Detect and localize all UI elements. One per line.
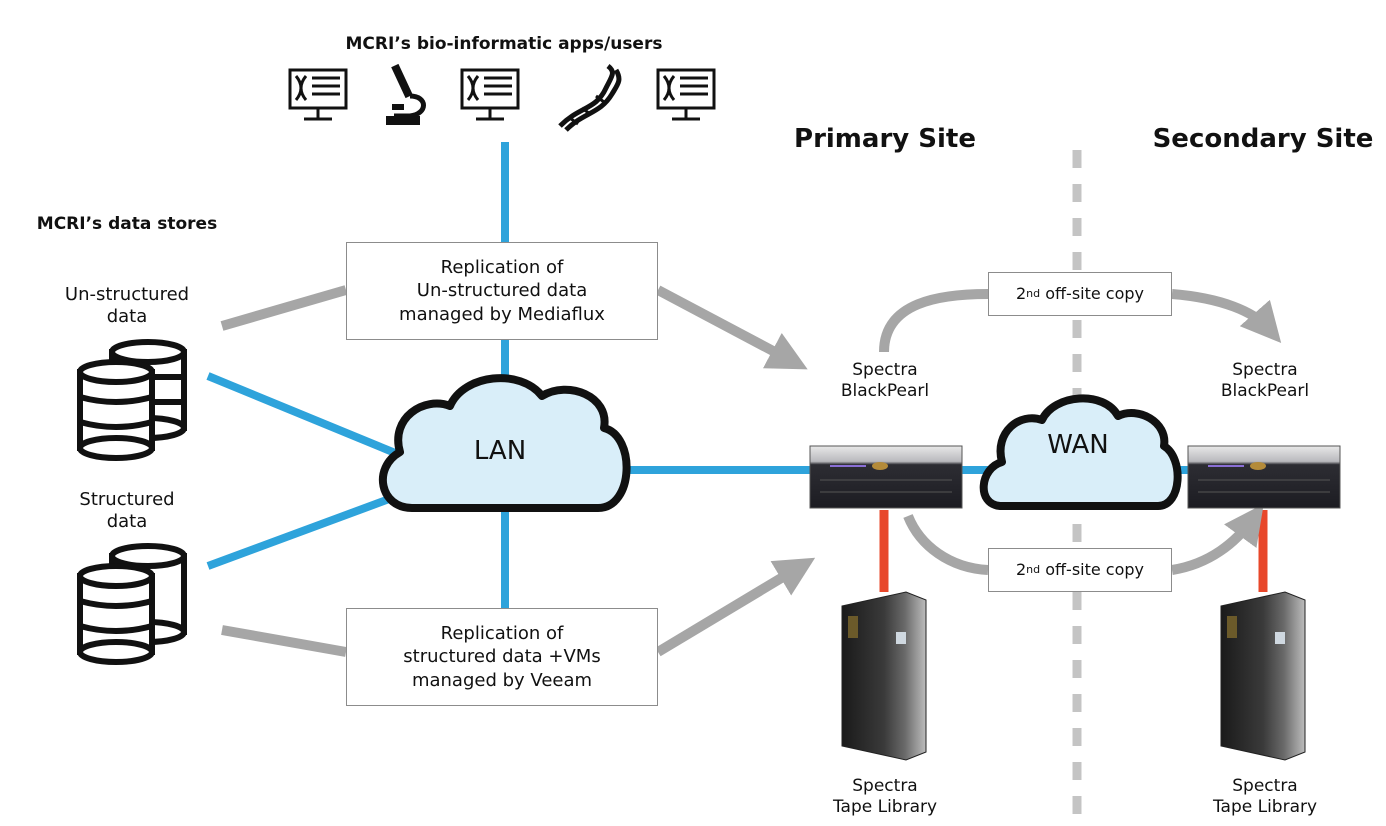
structured-line2: data (106, 510, 148, 532)
secondary-site-title: Secondary Site (1152, 124, 1374, 154)
replication-bottom-line2: structured data +VMs (403, 646, 601, 668)
data-stores-title: MCRI’s data stores (36, 214, 218, 234)
replication-top-line2: Un-structured data (416, 280, 588, 302)
offsite-bottom-rest: off-site copy (1040, 559, 1145, 579)
replication-bottom-line1: Replication of (440, 622, 564, 644)
primary-server-line2: BlackPearl (840, 380, 930, 401)
secondary-blackpearl-server (1187, 445, 1341, 509)
unstructured-line2: data (106, 305, 148, 327)
unstructured-data-label: Un-structured data (46, 284, 208, 328)
offsite-top-prefix: 2 (1015, 283, 1027, 303)
replication-box-structured: Replication of structured data +VMs mana… (346, 608, 658, 706)
secondary-server-label: Spectra BlackPearl (1180, 360, 1350, 401)
secondary-server-line2: BlackPearl (1220, 380, 1310, 401)
unstructured-line1: Un-structured (64, 284, 190, 305)
database-icon-structured (77, 543, 187, 665)
secondary-tape-line1: Spectra (1232, 776, 1298, 796)
lan-label: LAN (473, 436, 527, 466)
wan-label: WAN (1047, 430, 1109, 460)
secondary-tape-library (1220, 591, 1306, 761)
primary-tape-label: Spectra Tape Library (800, 776, 970, 817)
replication-top-line3: managed by Mediaflux (399, 303, 605, 325)
offsite-top-sup: nd (1026, 286, 1041, 300)
secondary-tape-label: Spectra Tape Library (1180, 776, 1350, 817)
primary-server-label: Spectra BlackPearl (800, 360, 970, 401)
primary-tape-line1: Spectra (852, 776, 918, 796)
primary-blackpearl-server (809, 445, 963, 509)
secondary-server-line1: Spectra (1232, 360, 1298, 380)
dna-helix-icon (558, 64, 622, 132)
database-icon-unstructured (77, 339, 187, 461)
secondary-tape-line2: Tape Library (1212, 796, 1318, 817)
replication-top-line1: Replication of (440, 256, 564, 278)
primary-tape-library (841, 591, 927, 761)
network-links (206, 142, 1188, 608)
wan-cloud (979, 394, 1182, 510)
offsite-top-rest: off-site copy (1040, 283, 1145, 303)
dna-monitor-icon (656, 68, 716, 121)
primary-site-title: Primary Site (794, 124, 976, 154)
offsite-bottom-prefix: 2 (1015, 559, 1027, 579)
apps-panel-title: MCRI’s bio-informatic apps/users (345, 34, 663, 54)
lan-cloud (379, 374, 631, 512)
microscope-icon (386, 63, 426, 125)
primary-tape-line2: Tape Library (832, 796, 938, 817)
offsite-bottom-sup: nd (1026, 562, 1041, 576)
flow-arrows (220, 285, 1282, 657)
dna-monitor-icon (288, 68, 348, 121)
structured-data-label: Structured data (46, 489, 208, 533)
replication-box-unstructured: Replication of Un-structured data manage… (346, 242, 658, 340)
structured-line1: Structured (79, 489, 175, 510)
primary-server-line1: Spectra (852, 360, 918, 380)
dna-monitor-icon (460, 68, 520, 121)
replication-bottom-line3: managed by Veeam (411, 669, 593, 691)
